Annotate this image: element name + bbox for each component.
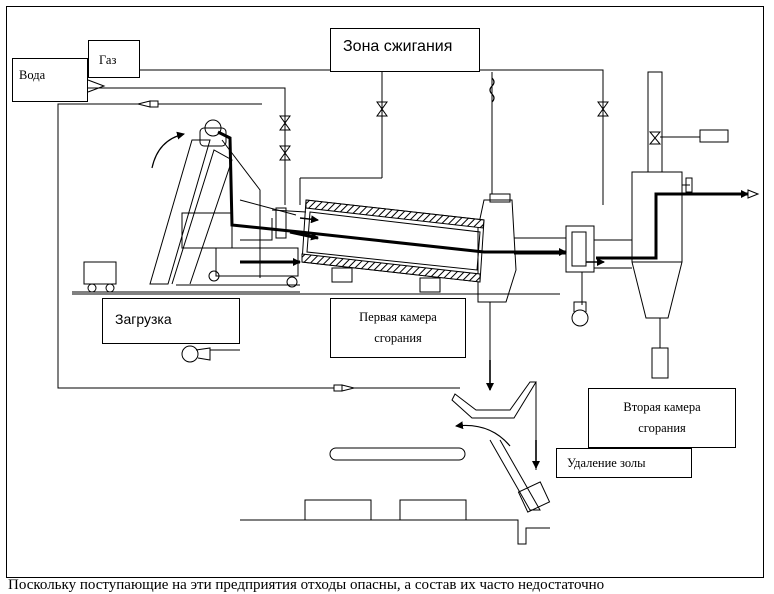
first-chamber-line2: сгорания bbox=[374, 331, 422, 345]
document-caption: Поскольку поступающие на эти предприятия… bbox=[8, 577, 605, 593]
thermocouple-coil bbox=[489, 77, 495, 103]
combustion-zone-label-text: Зона сжигания bbox=[343, 38, 453, 55]
vent-arrow bbox=[747, 189, 760, 199]
cyclone-right-flange bbox=[685, 177, 693, 193]
loading-label-text: Загрузка bbox=[115, 311, 172, 327]
rotary-kiln-inner bbox=[306, 211, 481, 271]
waste-cart-wheel-1 bbox=[87, 283, 97, 293]
water-label-text: Вода bbox=[19, 68, 46, 82]
kiln-support-1 bbox=[331, 267, 353, 283]
ash-belt bbox=[329, 447, 466, 461]
second-chamber-line2: сгорания bbox=[638, 421, 686, 435]
loading-label: Загрузка bbox=[102, 298, 240, 344]
return-arrow-bottom bbox=[341, 384, 355, 392]
ash-skip bbox=[517, 481, 551, 513]
feed-ram bbox=[181, 212, 233, 249]
return-arrow-top-tail bbox=[149, 100, 159, 108]
kiln-lining-top bbox=[305, 199, 485, 229]
ash-conveyor-arm bbox=[489, 439, 541, 511]
kiln-support-2 bbox=[419, 277, 441, 293]
feed-wheel-1 bbox=[208, 270, 220, 282]
flow-gas-path bbox=[596, 190, 749, 260]
waste-cart-wheel-2 bbox=[105, 283, 115, 293]
kiln-lining-bottom bbox=[301, 253, 481, 283]
ash-container-1 bbox=[304, 499, 372, 521]
stack bbox=[647, 71, 663, 173]
return-line-loading bbox=[240, 218, 273, 241]
return-arrow-bottom-tail bbox=[333, 384, 343, 392]
stack-sensor bbox=[699, 129, 729, 143]
loading-hopper bbox=[199, 127, 227, 147]
lift-pulley bbox=[204, 119, 222, 137]
return-line bbox=[57, 103, 460, 389]
first-chamber-label: Первая камера сгорания bbox=[330, 298, 466, 358]
gas-supply-line bbox=[140, 69, 604, 205]
feed-wheel-2 bbox=[286, 276, 298, 288]
secondary-burner bbox=[565, 225, 595, 273]
ash-removal-label-text: Удаление золы bbox=[567, 456, 646, 470]
first-chamber-line1: Первая камера bbox=[359, 310, 437, 324]
blower-secondary-outlet bbox=[573, 301, 587, 312]
return-arrow-top bbox=[137, 100, 151, 108]
valve-water-2 bbox=[279, 145, 291, 161]
loading-lift-inner bbox=[171, 149, 233, 285]
combustion-zone-label: Зона сжигания bbox=[330, 28, 480, 72]
flow-into-kiln-bottom bbox=[299, 215, 319, 224]
ash-removal-label: Удаление золы bbox=[556, 448, 692, 478]
kiln-feed-housing bbox=[275, 207, 287, 239]
flow-into-kiln bbox=[289, 230, 319, 241]
valve-water bbox=[279, 115, 291, 131]
transition-top bbox=[489, 193, 511, 203]
gas-label-text: Газ bbox=[99, 53, 117, 67]
blower-secondary bbox=[571, 309, 589, 327]
second-chamber-label: Вторая камера сгорания bbox=[588, 388, 736, 448]
cyclone-discharge bbox=[651, 347, 669, 379]
valve-gas bbox=[376, 101, 388, 117]
valve-gas-2 bbox=[597, 101, 609, 117]
ash-ground bbox=[240, 519, 550, 545]
gas-label: Газ bbox=[88, 40, 140, 78]
lift-direction-arrow bbox=[151, 131, 185, 169]
water-label: Вода bbox=[12, 58, 88, 102]
flow-waste-path bbox=[217, 130, 567, 256]
belt-direction-arrow bbox=[455, 421, 511, 447]
water-inlet-funnel bbox=[87, 79, 106, 93]
lift-bucket-track bbox=[221, 139, 261, 278]
blower-loading-outlet bbox=[195, 347, 211, 361]
secondary-burner-inner bbox=[571, 231, 587, 267]
ash-hopper bbox=[451, 381, 537, 419]
ash-container-2 bbox=[399, 499, 467, 521]
blower-loading bbox=[181, 345, 199, 363]
water-supply-line bbox=[88, 87, 286, 205]
loading-lift bbox=[149, 139, 211, 285]
waste-cart bbox=[83, 261, 117, 285]
kiln-burner bbox=[271, 209, 307, 213]
diagram-frame bbox=[6, 6, 764, 578]
transition-chamber bbox=[477, 199, 517, 303]
valve-stack bbox=[648, 131, 662, 145]
second-chamber-line1: Вторая камера bbox=[623, 400, 701, 414]
